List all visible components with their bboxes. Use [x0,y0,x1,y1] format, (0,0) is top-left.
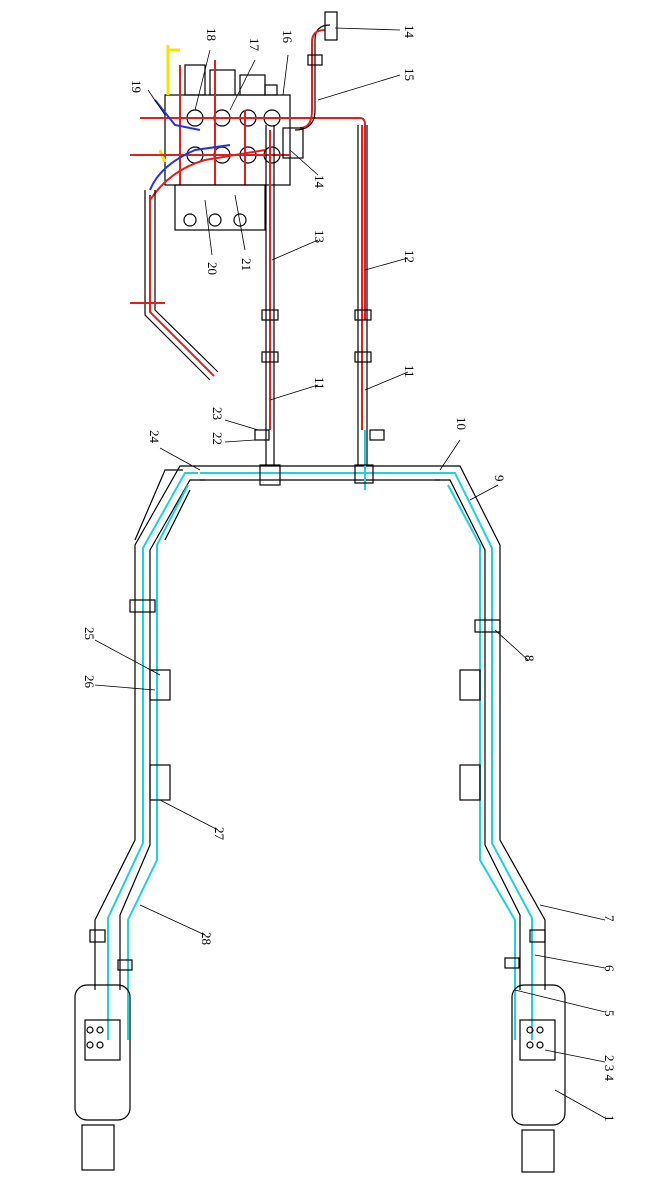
label-14b: 14 [312,175,327,189]
right-exhaust [435,465,566,1173]
label-14: 14 [402,25,417,39]
label-25: 25 [82,627,97,640]
label-22: 22 [210,432,225,445]
label-6: 6 [602,965,617,972]
label-28: 28 [199,932,214,945]
label-19: 19 [129,80,144,93]
label-7: 7 [602,915,617,922]
left-exhaust [74,465,205,1171]
label-23: 23 [210,407,225,420]
label-2-3-4: 2 3 4 [602,1055,617,1082]
label-15: 15 [402,68,417,81]
label-17: 17 [247,38,262,52]
label-10: 10 [454,417,469,430]
label-5: 5 [602,1010,617,1017]
label-1: 1 [602,1115,617,1122]
valve-block [130,11,366,320]
label-16: 16 [280,30,295,44]
label-21: 21 [239,258,254,271]
label-27: 27 [212,827,227,841]
manifold [174,184,266,231]
leader-lines [94,27,606,1119]
label-9: 9 [492,475,507,482]
label-18: 18 [204,28,219,41]
label-24: 24 [147,430,162,444]
label-8: 8 [522,655,537,662]
label-26: 26 [82,675,97,689]
label-13: 13 [312,230,327,243]
label-11a: 11 [312,377,327,390]
clamps [254,309,385,441]
label-20: 20 [205,262,220,275]
label-12: 12 [402,250,417,263]
label-11b: 11 [402,365,417,378]
part-labels: 14 15 16 17 18 19 14 20 21 13 12 11 11 2… [82,25,617,1122]
